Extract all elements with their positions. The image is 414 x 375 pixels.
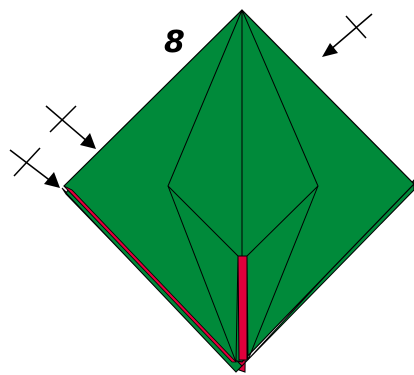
- arrow-top-right: [322, 13, 373, 57]
- valley-fold-arrow-icon: [9, 13, 373, 188]
- red-center-flap: [237, 255, 248, 361]
- arrow-middle-left: [45, 105, 96, 149]
- arrow-lower-left: [9, 147, 60, 188]
- lower-crease-left: [167, 185, 237, 363]
- crease-lines: [167, 9, 319, 363]
- inner-crease-left: [235, 255, 239, 363]
- lower-crease-right: [247, 185, 319, 361]
- step-number: 8: [164, 25, 185, 60]
